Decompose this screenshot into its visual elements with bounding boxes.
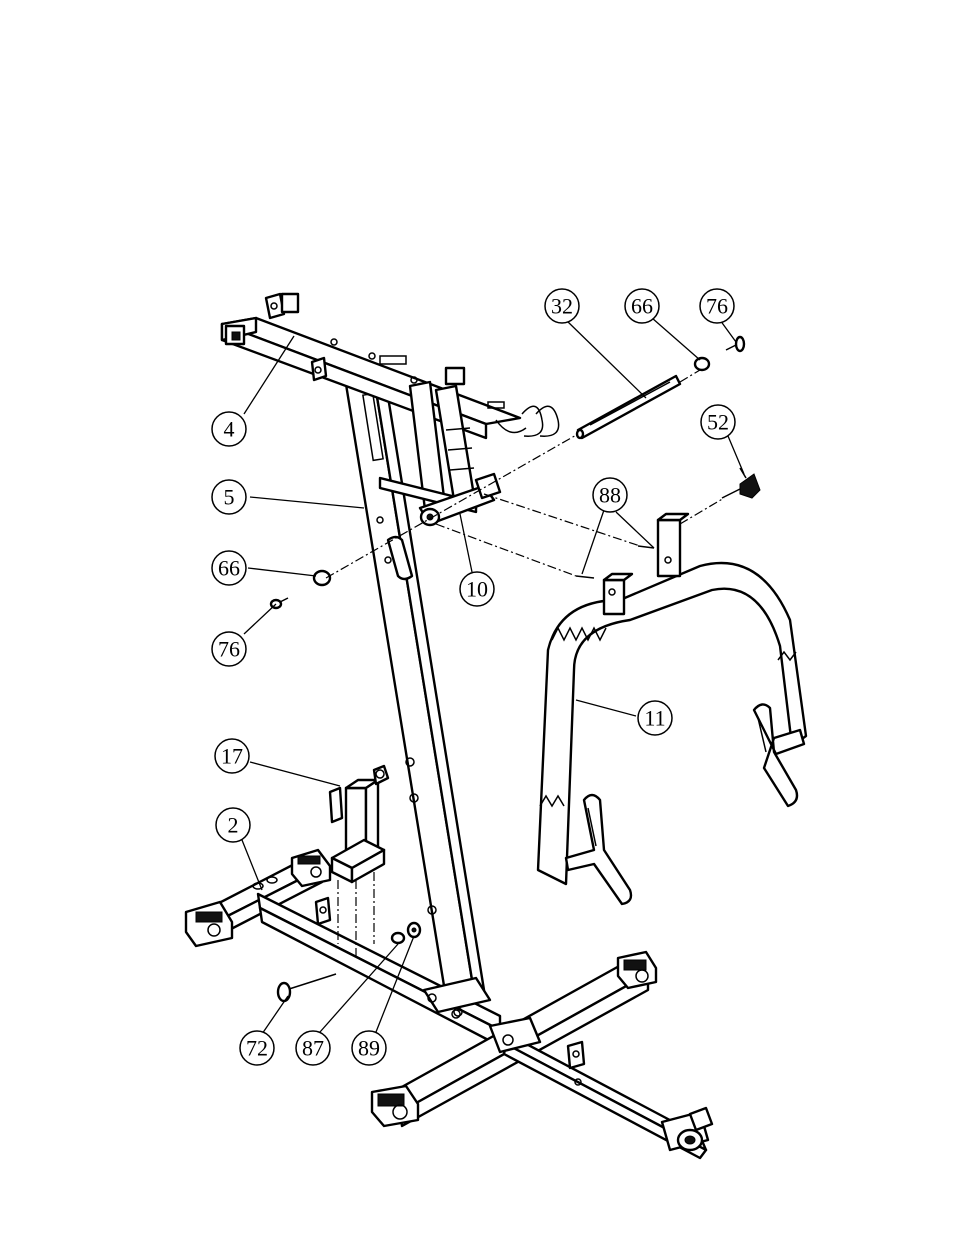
callout-32: 32 [545,289,579,323]
svg-text:32: 32 [551,294,573,319]
callout-11: 11 [638,701,672,735]
pin-88-lower [576,576,594,578]
callout-66-left: 66 [212,551,246,585]
callout-4: 4 [212,412,246,446]
seat-post [330,766,388,958]
callout-89: 89 [352,1031,386,1065]
knob-52 [722,468,760,498]
svg-text:66: 66 [631,294,653,319]
callout-72: 72 [240,1031,274,1065]
svg-text:52: 52 [707,410,729,435]
callout-88: 88 [593,478,627,512]
callout-87: 87 [296,1031,330,1065]
svg-text:66: 66 [218,556,240,581]
callout-76-right: 76 [700,289,734,323]
foot-cap-rear-right [292,850,330,886]
callout-17: 17 [215,739,249,773]
svg-text:72: 72 [246,1036,268,1061]
svg-text:87: 87 [302,1036,324,1061]
svg-text:88: 88 [599,483,621,508]
svg-text:10: 10 [466,577,488,602]
svg-text:17: 17 [221,744,243,769]
callout-76-left: 76 [212,632,246,666]
svg-text:76: 76 [706,294,728,319]
callout-66-right: 66 [625,289,659,323]
svg-text:76: 76 [218,637,240,662]
svg-text:4: 4 [224,417,235,442]
svg-text:89: 89 [358,1036,380,1061]
svg-text:2: 2 [228,813,239,838]
svg-text:11: 11 [644,706,665,731]
callout-52: 52 [701,405,735,439]
washer-87 [392,933,404,943]
screw-76-right [726,337,744,351]
foot-cap-front-right [618,952,656,988]
foot-cap-front-left [372,1086,418,1126]
axle-32 [577,376,680,438]
callout-5: 5 [212,480,246,514]
callout-10: 10 [460,572,494,606]
washer-66-left [314,571,330,585]
foot-cap-rear-left [186,902,232,946]
press-arm [538,514,806,904]
callout-2: 2 [216,808,250,842]
svg-text:5: 5 [224,485,235,510]
nut-89 [408,923,420,937]
washer-66-right [695,358,709,370]
